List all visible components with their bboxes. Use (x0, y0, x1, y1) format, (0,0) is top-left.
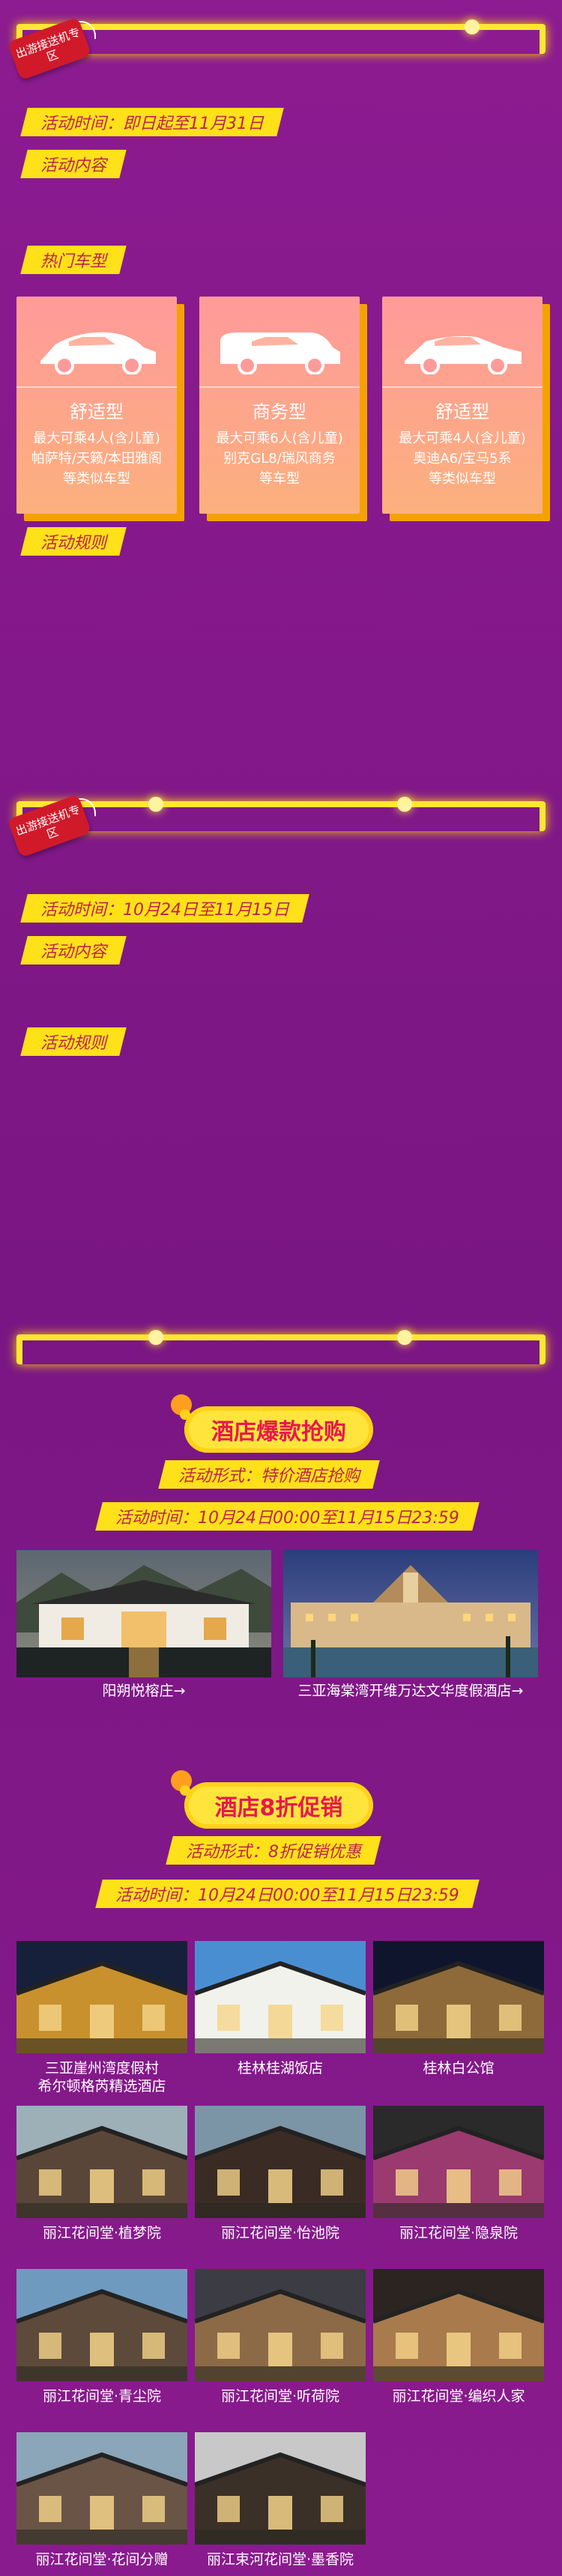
car-desc-line: 最大可乘4人(含儿童) (33, 431, 160, 446)
neon-dot (397, 1330, 412, 1345)
hotel-photo[interactable] (195, 1941, 366, 2053)
hotel-link[interactable]: 丽江花间堂·怡池院 (220, 2225, 340, 2241)
car-type-name: 舒适型 (382, 386, 543, 423)
car-type-desc: 最大可乘4人(含儿童) 奥迪A6/宝马5系等类似车型 (385, 428, 540, 489)
neon-dot (148, 797, 163, 812)
hotel-link[interactable]: 丽江花间堂·隐泉院 (399, 2225, 519, 2241)
hotel-discount-title: 酒店8折促销 (171, 1770, 373, 1829)
neon-frame-top-2 (16, 797, 546, 831)
activity-rules-label-1: 活动规则 (20, 527, 127, 556)
car-icon (40, 332, 156, 374)
car-desc-line: 最大可乘6人(含儿童) (216, 431, 343, 446)
hotel-photo[interactable] (195, 2106, 366, 2218)
neon-dot (465, 19, 480, 34)
activity-time-label-1: 活动时间：即日起至11月31日 (20, 108, 284, 136)
activity-rules-label-2: 活动规则 (20, 1027, 127, 1056)
car-icon (220, 332, 340, 374)
hotel-link[interactable]: 丽江花间堂·听荷院 (220, 2388, 340, 2405)
hotel-link[interactable]: 三亚崖州湾度假村 希尔顿格芮精选酒店 (37, 2060, 166, 2094)
hotel-photo[interactable] (16, 2269, 187, 2381)
car-type-card[interactable]: 舒适型最大可乘4人(含儿童) 奥迪A6/宝马5系等类似车型 (382, 297, 543, 514)
hotel-photo[interactable] (373, 2269, 544, 2381)
hot-cars-label: 热门车型 (20, 246, 127, 274)
hotel-photo[interactable] (373, 1941, 544, 2053)
car-type-desc: 最大可乘6人(含儿童) 别克GL8/瑞风商务等车型 (202, 428, 357, 489)
car-type-name: 舒适型 (16, 386, 177, 423)
activity-time-label-3: 活动时间：10月24日00:00至11月15日23:59 (95, 1502, 480, 1531)
neon-frame-top-1 (16, 19, 546, 54)
hotel-link-sanya-wanda[interactable]: 三亚海棠湾开维万达文华度假酒店→ (297, 1683, 524, 1699)
neon-frame-top-3 (16, 1330, 546, 1364)
car-icon (405, 335, 522, 374)
neon-dot (148, 1330, 163, 1345)
activity-content-label-2: 活动内容 (20, 936, 127, 965)
hotel-flash-sale-title: 酒店爆款抢购 (171, 1394, 373, 1453)
activity-form-label-3: 活动形式：特价酒店抢购 (158, 1460, 380, 1489)
car-desc-line: 等类似车型 (429, 471, 496, 487)
neon-dot (397, 797, 412, 812)
hotel-link[interactable]: 丽江花间堂·花间分赠 (35, 2551, 169, 2568)
car-desc-line: 等类似车型 (63, 471, 130, 487)
hotel-photo[interactable] (16, 1941, 187, 2053)
car-desc-line: 最大可乘4人(含儿童) (399, 431, 526, 446)
activity-form-label-4: 活动形式：8折促销优惠 (166, 1836, 381, 1865)
car-desc-line: 帕萨特/天籁/本田雅阁 (31, 451, 163, 467)
activity-time-label-2: 活动时间：10月24日至11月15日 (20, 894, 309, 923)
badge-airport-transfer-2: 出游接送机专区 (4, 794, 96, 858)
hotel-link[interactable]: 丽江束河花间堂·墨香院 (206, 2551, 354, 2568)
hotel-photo[interactable] (195, 2269, 366, 2381)
car-type-desc: 最大可乘4人(含儿童) 帕萨特/天籁/本田雅阁等类似车型 (19, 428, 174, 489)
hotel-link-yangshuo[interactable]: 阳朔悦榕庄→ (102, 1683, 186, 1699)
hotel-photo[interactable] (195, 2432, 366, 2545)
car-type-name: 商务型 (199, 386, 360, 423)
hotel-photo[interactable] (373, 2106, 544, 2218)
badge-airport-transfer-1: 出游接送机专区 (4, 16, 96, 81)
hotel-link[interactable]: 丽江花间堂·青尘院 (42, 2388, 162, 2405)
hotel-photo[interactable] (16, 2106, 187, 2218)
car-desc-line: 奥迪A6/宝马5系 (413, 451, 512, 467)
car-desc-line: 等车型 (259, 471, 300, 487)
car-type-card[interactable]: 舒适型最大可乘4人(含儿童) 帕萨特/天籁/本田雅阁等类似车型 (16, 297, 177, 514)
hotel-link[interactable]: 桂林白公馆 (423, 2060, 495, 2077)
car-desc-line: 别克GL8/瑞风商务 (223, 451, 336, 467)
hotel-link[interactable]: 丽江花间堂·编织人家 (392, 2388, 525, 2405)
activity-content-label-1: 活动内容 (20, 150, 127, 178)
hotel-photo-yangshuo[interactable] (16, 1550, 271, 1677)
hotel-photo-sanya-wanda[interactable] (283, 1550, 538, 1677)
hotel-link[interactable]: 桂林桂湖饭店 (237, 2060, 323, 2077)
car-type-card[interactable]: 商务型最大可乘6人(含儿童) 别克GL8/瑞风商务等车型 (199, 297, 360, 514)
activity-time-label-4: 活动时间：10月24日00:00至11月15日23:59 (95, 1880, 480, 1908)
hotel-photo[interactable] (16, 2432, 187, 2545)
hotel-link[interactable]: 丽江花间堂·植梦院 (42, 2225, 162, 2241)
